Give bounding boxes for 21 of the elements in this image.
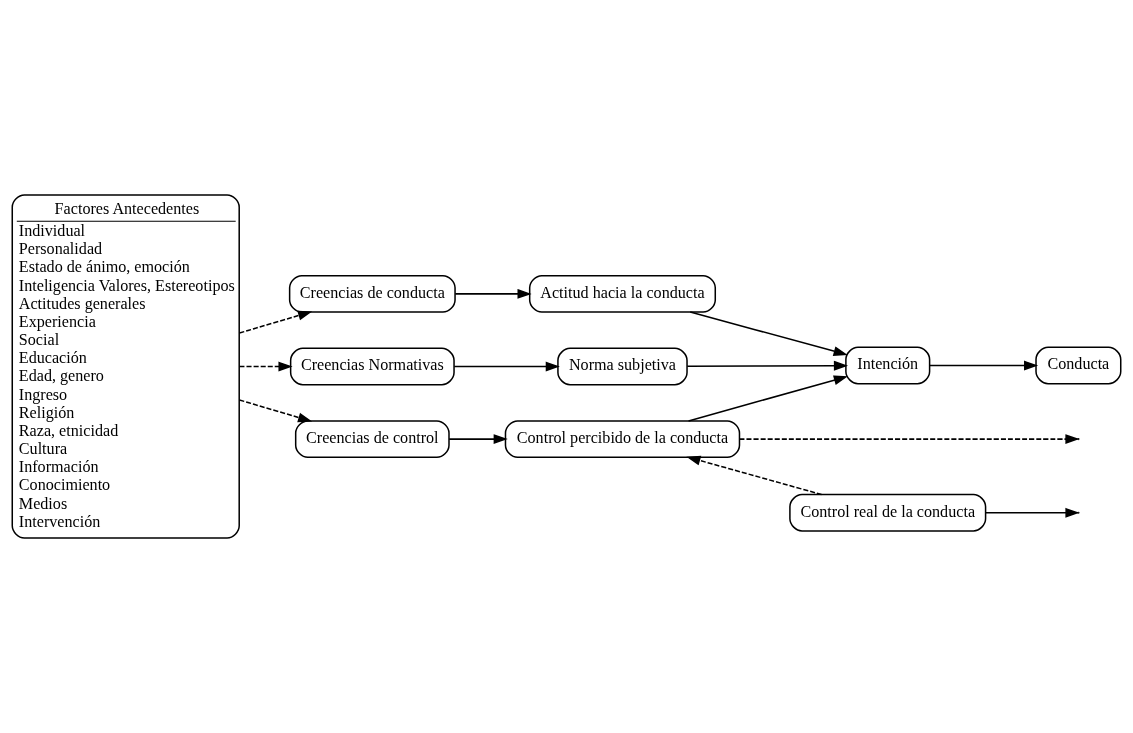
node-box: Control percibido de la conducta	[504, 420, 741, 459]
arrow	[928, 360, 1039, 371]
arrow	[687, 375, 848, 422]
arrow	[448, 434, 508, 445]
node-box: Creencias de conducta	[288, 274, 456, 313]
arrow	[686, 360, 848, 371]
node-box: Intención	[845, 346, 931, 385]
arrow	[738, 434, 1080, 445]
arrow	[238, 361, 293, 372]
arrow	[453, 361, 560, 372]
arrow	[686, 455, 823, 496]
node-box: Creencias de control	[294, 420, 450, 459]
arrow	[689, 311, 848, 356]
node-box: Norma subjetiva	[557, 347, 688, 386]
node-box: Conducta	[1035, 346, 1122, 385]
arrow	[238, 310, 313, 334]
node-box: Actitud hacia la conducta	[528, 274, 717, 313]
node-box: Control real de la conducta	[789, 493, 987, 532]
node-box: Creencias Normativas	[289, 347, 455, 386]
arrow	[238, 399, 313, 423]
arrow	[454, 288, 532, 299]
